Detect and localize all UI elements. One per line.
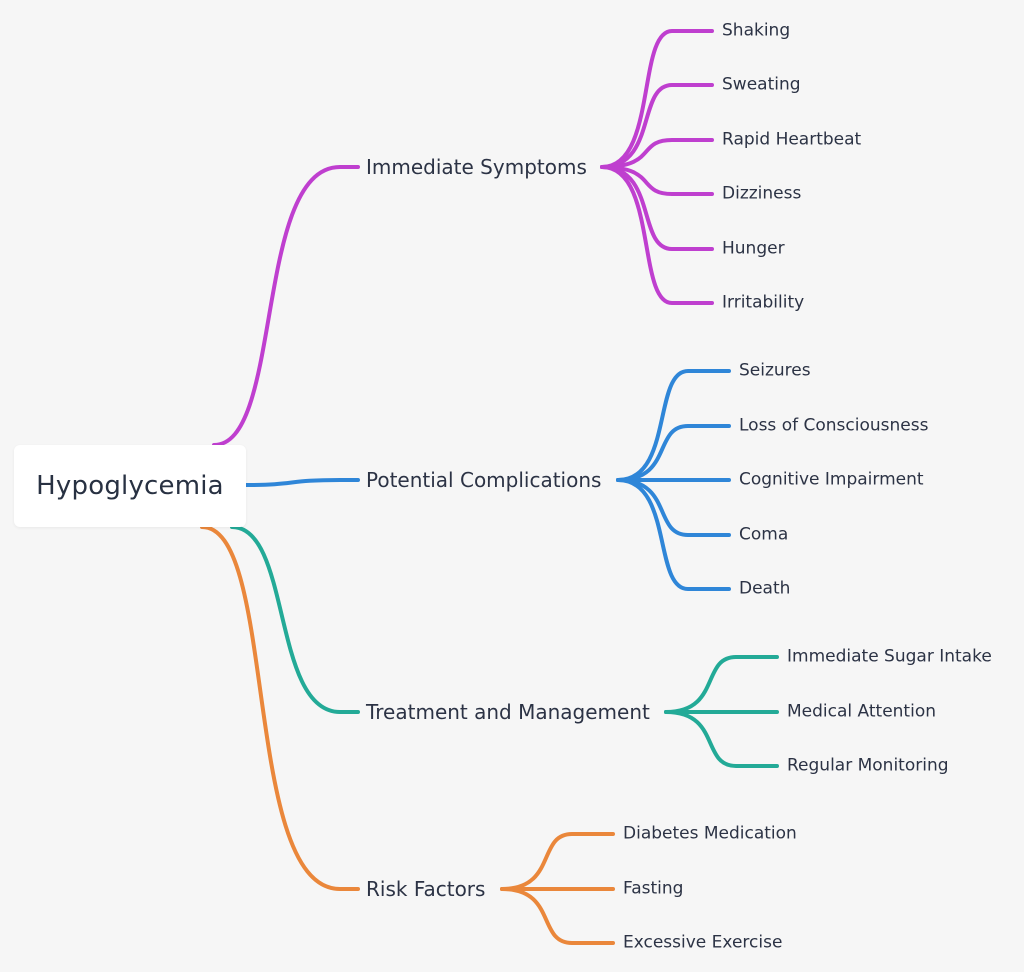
leaf-node-cognitive-impairment[interactable]: Cognitive Impairment (739, 469, 924, 490)
leaf-node-seizures[interactable]: Seizures (739, 360, 811, 381)
leaf-node-hunger[interactable]: Hunger (722, 238, 785, 259)
leaf-node-diabetes-medication[interactable]: Diabetes Medication (623, 823, 797, 844)
branch-to-leaf-connector (500, 887, 615, 945)
leaf-node-rapid-heartbeat[interactable]: Rapid Heartbeat (722, 129, 862, 150)
branch-to-leaf-connector (600, 83, 714, 169)
branch-to-leaf-connector (616, 478, 731, 537)
leaf-node-sweating[interactable]: Sweating (722, 74, 801, 95)
branch-to-leaf-connector (600, 165, 714, 251)
leaf-node-fasting[interactable]: Fasting (623, 878, 684, 899)
root-to-branch-connector (230, 525, 360, 714)
root-to-branch-connector (200, 525, 360, 891)
leaf-node-dizziness[interactable]: Dizziness (722, 183, 802, 204)
branch-node-treatment-and-management[interactable]: Treatment and Management (366, 700, 650, 724)
leaf-node-regular-monitoring[interactable]: Regular Monitoring (787, 755, 949, 776)
root-node-label: Hypoglycemia (36, 471, 224, 501)
root-node[interactable]: Hypoglycemia (14, 445, 246, 527)
leaf-node-medical-attention[interactable]: Medical Attention (787, 701, 936, 722)
branch-to-leaf-connector (616, 478, 731, 591)
leaf-node-shaking[interactable]: Shaking (722, 20, 791, 41)
branch-to-leaf-connector (600, 165, 714, 305)
branch-node-risk-factors[interactable]: Risk Factors (366, 877, 486, 901)
branch-to-leaf-connector (616, 424, 731, 482)
root-to-branch-connector (212, 165, 360, 447)
leaf-node-immediate-sugar-intake[interactable]: Immediate Sugar Intake (787, 646, 992, 667)
branch-to-leaf-connector (664, 710, 779, 768)
branch-to-leaf-connector (664, 655, 779, 714)
leaf-node-irritability[interactable]: Irritability (722, 292, 805, 313)
root-to-branch-connector (244, 478, 360, 487)
leaf-node-excessive-exercise[interactable]: Excessive Exercise (623, 932, 783, 953)
branch-node-immediate-symptoms[interactable]: Immediate Symptoms (366, 155, 587, 179)
leaf-node-loss-of-consciousness[interactable]: Loss of Consciousness (739, 415, 929, 436)
branch-to-leaf-connector (500, 832, 615, 891)
branch-to-leaf-connector (616, 369, 731, 482)
branch-to-leaf-connector (600, 29, 714, 169)
leaf-node-death[interactable]: Death (739, 578, 791, 599)
leaf-node-coma[interactable]: Coma (739, 524, 789, 545)
branch-node-potential-complications[interactable]: Potential Complications (366, 468, 602, 492)
branch-to-leaf-connector (600, 138, 714, 169)
